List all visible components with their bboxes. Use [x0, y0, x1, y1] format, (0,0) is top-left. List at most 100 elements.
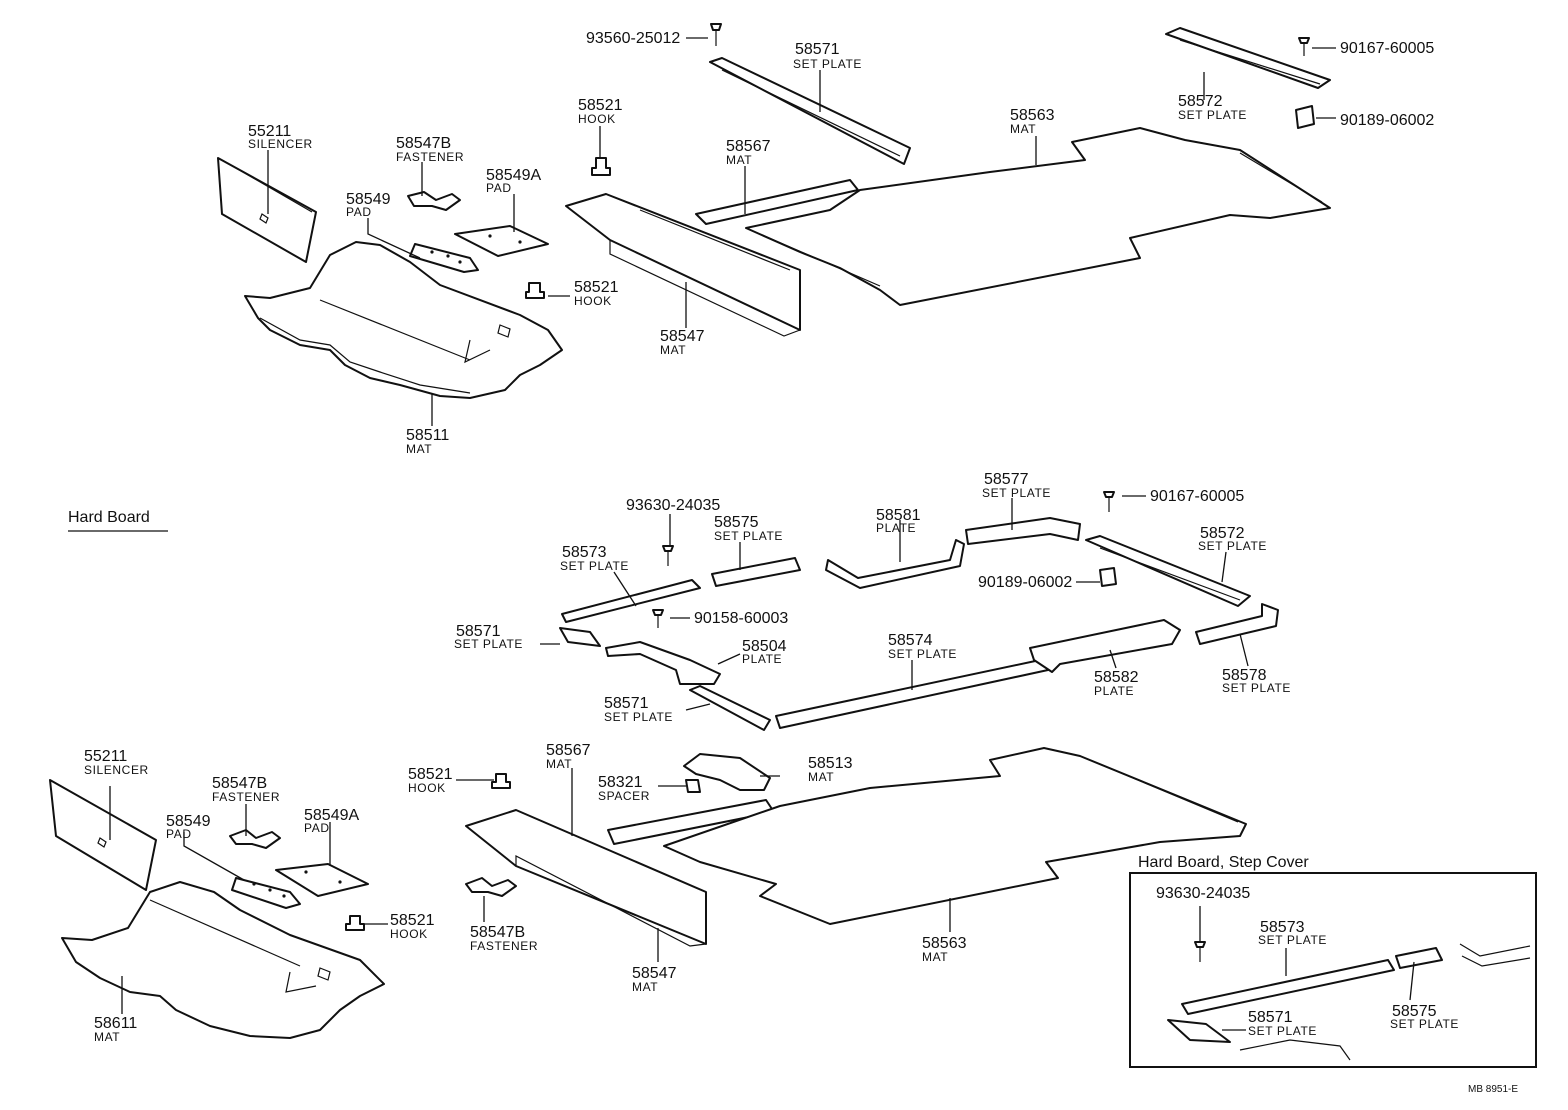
leaders-mid — [540, 495, 1249, 711]
label-58547-bottom: 58547 — [632, 965, 677, 982]
labels: 93560-25012 58571 SET PLATE 90167-60005 … — [68, 30, 1518, 1095]
label-58563-bottom: 58563 — [922, 935, 967, 952]
hook-58521-c — [491, 773, 511, 789]
label-set-plate-58571-mid-1: SET PLATE — [454, 637, 523, 651]
label-58549a-top: 58549A — [486, 167, 541, 184]
label-93630-24035-inset: 93630-24035 — [1156, 885, 1250, 902]
label-silencer-55211-top: SILENCER — [248, 137, 313, 151]
label-pad-58549a-top: PAD — [486, 181, 512, 195]
spacer-58321 — [685, 779, 701, 793]
label-mat-58547-top: MAT — [660, 343, 686, 357]
inset-step-cover — [1129, 872, 1537, 1068]
label-58611: 58611 — [94, 1015, 137, 1032]
label-58563-top: 58563 — [1010, 107, 1055, 124]
label-58521-b: 58521 — [574, 279, 619, 296]
hook-58521-d — [345, 915, 365, 931]
label-silencer-55211-bottom: SILENCER — [84, 763, 149, 777]
label-spacer-58321: SPACER — [598, 789, 650, 803]
label-set-plate-58578: SET PLATE — [1222, 681, 1291, 695]
pad-58549-bottom — [231, 877, 301, 909]
label-58573-mid: 58573 — [562, 544, 607, 561]
label-mat-58511: MAT — [406, 442, 432, 456]
label-58572-top: 58572 — [1178, 93, 1223, 110]
reference-code: MB 8951-E — [1468, 1084, 1518, 1095]
label-90167-60005-mid: 90167-60005 — [1150, 488, 1244, 505]
label-set-plate-58572-mid: SET PLATE — [1198, 539, 1267, 553]
label-58577: 58577 — [984, 471, 1029, 488]
label-mat-58611: MAT — [94, 1030, 120, 1044]
label-plate-58504: PLATE — [742, 652, 782, 666]
label-58575-mid: 58575 — [714, 514, 759, 531]
label-58547b-bottom: 58547B — [212, 775, 267, 792]
mat-58547-bottom — [465, 809, 707, 947]
label-58321: 58321 — [598, 774, 643, 791]
pad-58549a-top — [454, 225, 549, 257]
label-set-plate-58575-inset: SET PLATE — [1390, 1017, 1459, 1031]
set-plate-58571-mid-1 — [559, 627, 601, 647]
label-58575-inset: 58575 — [1392, 1003, 1437, 1020]
set-plate-58572-mid — [1085, 535, 1251, 607]
plate-58504 — [605, 641, 721, 685]
label-mat-58563-bottom: MAT — [922, 950, 948, 964]
mat-58513 — [683, 753, 771, 791]
label-58549a-bottom: 58549A — [304, 807, 359, 824]
label-55211-bottom: 55211 — [84, 748, 127, 765]
set-plate-58575-mid — [711, 557, 801, 587]
plate-58582 — [1029, 619, 1181, 673]
label-set-plate-58571-mid-2: SET PLATE — [604, 710, 673, 724]
label-58513: 58513 — [808, 755, 853, 772]
leaders-bottom — [109, 768, 951, 1014]
label-set-plate-58575-mid: SET PLATE — [714, 529, 783, 543]
label-58547-top: 58547 — [660, 328, 705, 345]
label-58547b-top: 58547B — [396, 135, 451, 152]
plate-58581 — [825, 539, 965, 589]
section-title-hard-board: Hard Board — [68, 509, 150, 526]
fastener-58547b-top — [407, 191, 461, 211]
set-plate-58577 — [965, 517, 1081, 545]
silencer-55211-top — [217, 157, 317, 263]
label-90189-06002-top: 90189-06002 — [1340, 112, 1434, 129]
label-93630-24035-mid: 93630-24035 — [626, 497, 720, 514]
label-hook-58521-a: HOOK — [578, 112, 616, 126]
label-58572-mid: 58572 — [1200, 525, 1245, 542]
label-58547b-bottom-2: 58547B — [470, 924, 525, 941]
label-pad-58549-top: PAD — [346, 205, 372, 219]
label-58511: 58511 — [406, 427, 449, 444]
pad-58549a-bottom — [275, 863, 369, 897]
screw-93560-25012 — [710, 23, 722, 46]
label-58521-d: 58521 — [390, 912, 435, 929]
label-hook-58521-c: HOOK — [408, 781, 446, 795]
label-58521-c: 58521 — [408, 766, 453, 783]
label-plate-58581: PLATE — [876, 521, 916, 535]
screw-90167-60005-top — [1298, 37, 1310, 56]
mat-58567-top — [695, 179, 859, 225]
label-set-plate-58573-mid: SET PLATE — [560, 559, 629, 573]
label-mat-58567-bottom: MAT — [546, 757, 572, 771]
label-58567-top: 58567 — [726, 138, 771, 155]
hook-58521-a — [591, 157, 611, 176]
label-set-plate-58574: SET PLATE — [888, 647, 957, 661]
screw-93630-24035-mid — [662, 545, 674, 566]
label-mat-58513: MAT — [808, 770, 834, 784]
label-58571-inset: 58571 — [1248, 1009, 1293, 1026]
fastener-58547b-bottom-2 — [465, 877, 517, 897]
label-hook-58521-d: HOOK — [390, 927, 428, 941]
label-58571-mid-2: 58571 — [604, 695, 649, 712]
label-set-plate-58571-inset: SET PLATE — [1248, 1024, 1317, 1038]
label-set-plate-58573-inset: SET PLATE — [1258, 933, 1327, 947]
clip-90189-06002-top — [1295, 105, 1315, 129]
hook-58521-b — [525, 282, 545, 299]
label-58581: 58581 — [876, 507, 921, 524]
label-pad-58549a-bottom: PAD — [304, 821, 330, 835]
label-90189-06002-mid: 90189-06002 — [978, 574, 1072, 591]
fastener-58547b-bottom — [229, 829, 281, 849]
label-58573-inset: 58573 — [1260, 919, 1305, 936]
set-plate-58573-mid — [561, 579, 701, 623]
label-90167-60005-top: 90167-60005 — [1340, 40, 1434, 57]
screw-90167-60005-mid — [1103, 491, 1115, 512]
silencer-55211-bottom — [49, 779, 157, 891]
pad-58549-top — [409, 243, 479, 273]
mat-58563-top — [745, 127, 1331, 306]
label-58578: 58578 — [1222, 667, 1267, 684]
